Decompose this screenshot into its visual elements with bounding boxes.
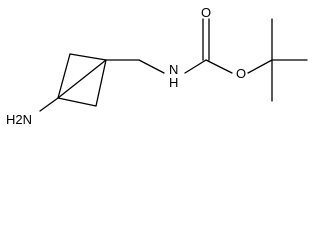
carbonyl-oxygen-label: O xyxy=(201,5,211,20)
bond-nh-to-carbonyl xyxy=(184,59,207,74)
bond-ester-o-to-quaternary xyxy=(247,59,273,74)
amide-hydrogen-label: H xyxy=(169,75,178,90)
bond-cage-to-amine xyxy=(39,97,59,112)
bond-bridgehead-back xyxy=(57,59,107,99)
ester-oxygen-label: O xyxy=(236,66,246,81)
bond-methylene-to-nh xyxy=(138,59,165,74)
bond-top-right xyxy=(69,53,107,61)
amine-label: H2N xyxy=(6,112,32,127)
bicyclopentane-cage xyxy=(57,53,107,107)
amide-nitrogen-label: N xyxy=(169,62,178,77)
bond-bottom-right xyxy=(95,59,107,107)
bond-bridgehead-top xyxy=(57,53,71,99)
bond-bridgehead-bottom xyxy=(57,97,97,107)
chemical-structure: H2N N H O O xyxy=(6,5,308,127)
bond-carbonyl-to-ester-o xyxy=(205,59,233,74)
